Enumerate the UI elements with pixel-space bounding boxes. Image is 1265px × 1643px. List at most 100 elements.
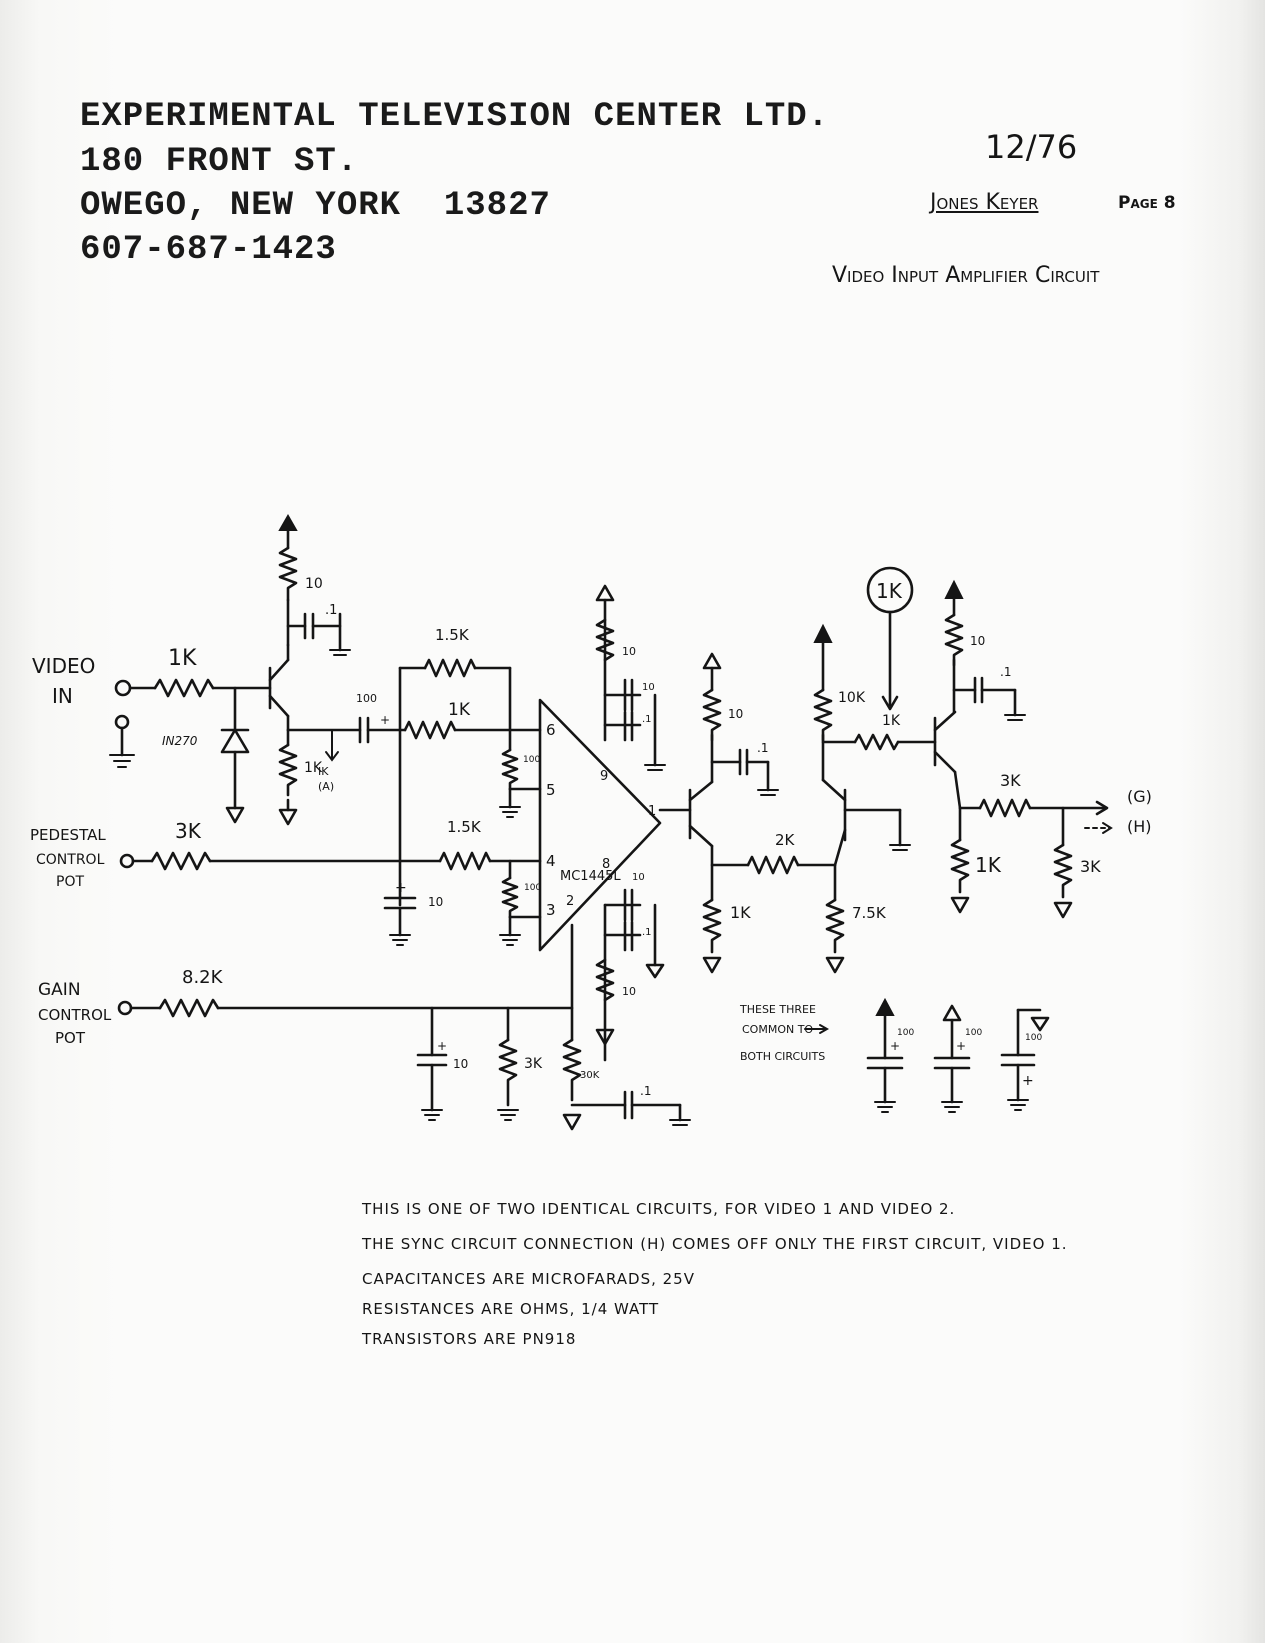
resistor-1k-pin6 [403, 720, 457, 740]
note-3: CAPACITANCES ARE MICROFARADS, 25V [362, 1270, 695, 1288]
resistor-1.5k-pedestal [438, 851, 492, 871]
gain-label-3: POT [55, 1029, 86, 1047]
r-ic-bot-label: 10 [622, 985, 636, 998]
r-out-3k-label: 3K [1000, 771, 1021, 790]
svg-text:+: + [380, 713, 390, 727]
svg-text:+: + [395, 880, 407, 896]
supply-arrow-q3 [813, 623, 833, 643]
ic-mc1445l: MC1445L 6 5 4 3 2 9 1 8 10 10 .1 10 .1 1… [538, 584, 666, 1062]
r-in-label: 1K [168, 646, 197, 671]
circled-1k-label: 1K [876, 579, 903, 603]
document-title: Jones Keyer [930, 190, 1039, 215]
r-q2-emitter-label: 1K [730, 903, 751, 922]
resistor-10-ic-bottom [595, 958, 615, 1002]
r-gain-3k-label: 3K [524, 1056, 543, 1072]
video-in-jack [114, 679, 132, 697]
label-a-value: IK [318, 765, 329, 778]
video-in-label-1: VIDEO [32, 654, 95, 678]
c-coupling-label: 100 [356, 692, 377, 705]
resistor-3k-pedestal [150, 851, 212, 871]
r-out-1k-label: 1K [975, 853, 1002, 877]
gain-section: GAIN CONTROL POT 8.2K + 10 3K 30K .1 [38, 923, 691, 1131]
common-note-3: BOTH CIRCUITS [740, 1050, 825, 1063]
resistor-30k-gain [562, 1038, 582, 1102]
gain-label-1: GAIN [38, 980, 81, 1000]
transistor-q2: 10 .1 1K 2K [658, 652, 837, 974]
r-100-bot-label: 100 [524, 883, 541, 893]
pin-5: 5 [546, 781, 556, 799]
pin-8: 8 [602, 857, 610, 872]
c-q4-top-label: .1 [1000, 665, 1011, 679]
diode-label: IN270 [162, 734, 198, 748]
pedestal-label-3: POT [56, 874, 84, 890]
diode-symbol [220, 728, 250, 754]
c-ic-bot2-label: .1 [642, 927, 652, 938]
resistor-10-q4 [944, 613, 964, 667]
pin-4: 4 [546, 852, 556, 870]
company-name: EXPERIMENTAL TELEVISION CENTER LTD. [80, 98, 830, 136]
resistor-1k-q1-emitter [278, 743, 298, 797]
svg-text:+: + [1022, 1073, 1034, 1089]
resistor-2k [746, 855, 800, 875]
resistor-3k-output [978, 798, 1032, 818]
pot-1k-label: 1K [882, 713, 901, 729]
ic-label: MC1445L [560, 869, 621, 884]
gain-label-2: CONTROL [38, 1006, 112, 1024]
r-ped-15k-label: 1.5K [447, 818, 482, 836]
common-note-1: THESE THREE [739, 1003, 816, 1016]
pedestal-label-2: CONTROL [36, 852, 105, 868]
note-4: RESISTANCES ARE OHMS, 1/4 WATT [362, 1300, 660, 1318]
phone-number: 607-687-1423 [80, 231, 337, 269]
resistor-3k-gain [498, 1038, 518, 1107]
c-common2-label: 100 [965, 1028, 982, 1038]
r-ped-label: 3K [175, 819, 202, 843]
resistor-100-bottom [501, 876, 519, 919]
r-75k-label: 7.5K [852, 904, 887, 922]
note-2: THE SYNC CIRCUIT CONNECTION (H) COMES OF… [362, 1235, 1068, 1253]
common-capacitors: THESE THREE COMMON TO BOTH CIRCUITS + 10… [739, 997, 1050, 1113]
c-common1-label: 100 [897, 1028, 914, 1038]
output-g-label: (G) [1127, 787, 1152, 806]
resistor-7.5k [825, 898, 845, 954]
page-label: Page 8 [1118, 193, 1176, 213]
note-5: TRANSISTORS ARE PN918 [362, 1330, 577, 1348]
c-q2-top-label: .1 [757, 741, 768, 755]
r-2k-label: 2K [775, 831, 796, 849]
resistor-1k-input [153, 678, 215, 698]
pin-3: 3 [546, 901, 556, 919]
c-ic-top-label: 10 [642, 682, 655, 693]
pedestal-label-1: PEDESTAL [30, 826, 106, 844]
resistor-1k-output [950, 838, 970, 894]
r-q1-top-label: 10 [305, 576, 323, 592]
svg-text:+: + [437, 1039, 447, 1053]
c-gain-bot-label: .1 [640, 1084, 651, 1098]
c-q1-top-label: .1 [325, 603, 337, 618]
resistor-10-ic-top [595, 618, 615, 662]
date: 12/76 [985, 128, 1078, 166]
supply-arrow-q1 [278, 513, 298, 531]
transistor-q4: 10 .1 3K (G) (H) 1K 3K [933, 579, 1152, 919]
r-ic-top-label: 10 [622, 645, 636, 658]
city-state-zip: OWEGO, NEW YORK 13827 [80, 187, 551, 225]
output-h-label: (H) [1127, 817, 1152, 836]
video-in-label-2: IN [52, 684, 73, 708]
resistor-100-top [501, 748, 519, 791]
pin-9: 9 [600, 769, 608, 784]
c-ic-bot-label: 10 [632, 872, 645, 883]
r-gain-30k-label: 30K [580, 1070, 600, 1081]
supply-arrow-q2 [702, 652, 722, 670]
r-q4-top-label: 10 [970, 634, 985, 648]
r-in6-label: 1K [448, 700, 471, 720]
label-a: (A) [318, 780, 334, 793]
transistor-q3: 10K 1K 1K 7.5K [813, 566, 937, 974]
r-gain-label: 8.2K [182, 967, 224, 988]
resistor-10-q2 [702, 688, 722, 742]
c-ic-top2-label: .1 [642, 714, 652, 725]
svg-text:+: + [890, 1039, 900, 1053]
r-100-top-label: 100 [523, 755, 540, 765]
resistor-3k-shunt [1053, 843, 1073, 899]
op-amp-triangle [538, 698, 662, 952]
resistor-8.2k-gain [158, 998, 220, 1018]
